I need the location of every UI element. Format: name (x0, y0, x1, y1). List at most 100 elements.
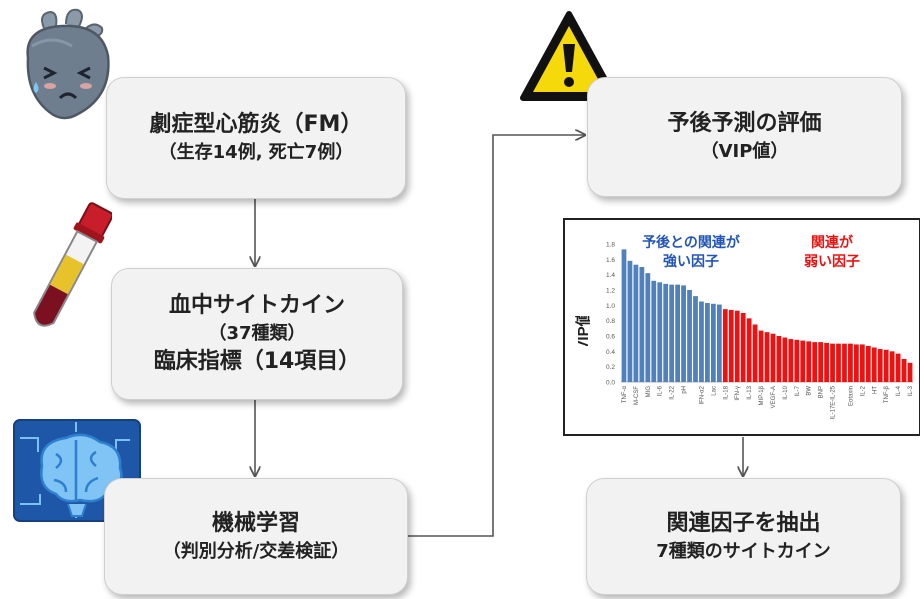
y-tick-label: 0.4 (606, 349, 615, 356)
y-tick-label: 1.2 (606, 288, 615, 295)
x-tick-label: MIG (646, 386, 652, 398)
vip-bar (722, 309, 728, 382)
y-tick-label: 0.0 (606, 380, 615, 387)
vip-bar (818, 342, 824, 382)
vip-bar (907, 362, 913, 382)
fm-box: 劇症型心筋炎（FM） （生存14例, 死亡7例） (106, 77, 406, 199)
vip-bar (877, 349, 883, 382)
x-tick-label: IL-18 (723, 385, 729, 399)
x-tick-label: IL-7 (795, 385, 801, 396)
prediction-title: 予後予測の評価 (667, 111, 822, 136)
x-tick-label: M-CSF (634, 386, 640, 405)
cytokine-title: 血中サイトカイン (168, 293, 345, 318)
x-tick-label: HT (872, 386, 878, 394)
y-tick-label: 1.4 (606, 272, 615, 279)
extraction-title: 関連因子を抽出 (666, 510, 821, 536)
blood-tube-icon (33, 202, 112, 327)
vip-bar (699, 301, 704, 382)
vip-bar (871, 347, 877, 382)
clinical-index: 臨床指標（14項目） (153, 349, 361, 374)
x-tick-label: IL-22 (670, 385, 676, 399)
y-tick-label: 1.0 (606, 303, 615, 310)
vip-bar (800, 340, 806, 382)
vip-bar (770, 333, 776, 382)
vip-bar (639, 267, 645, 382)
y-tick-label: 1.8 (606, 242, 615, 249)
vip-bar (865, 345, 871, 382)
vip-bar (633, 264, 639, 382)
weak-factor-label: 関連が 弱い因子 (804, 235, 860, 270)
ml-box: 機械学習 （判別分析/交差検証） (104, 478, 408, 595)
vip-bar (889, 351, 895, 382)
x-tick-label: IL-17E-IL-25 (831, 385, 837, 419)
vip-bar (859, 344, 865, 382)
vip-bar (830, 343, 835, 382)
prediction-subtitle: （VIP値） (700, 141, 789, 162)
vip-bar (716, 304, 722, 382)
cytokine-count: （37種類） (208, 323, 306, 344)
x-tick-label: IL-6 (658, 385, 664, 396)
x-tick-label: TNF-α (622, 385, 628, 403)
vip-bar (687, 290, 692, 382)
vip-bar (693, 296, 698, 382)
x-tick-label: IFN-γ (735, 386, 741, 401)
x-tick-label: IL-2 (860, 385, 866, 396)
fm-title: 劇症型心筋炎（FM） (149, 112, 363, 137)
y-tick-label: 0.2 (606, 364, 615, 371)
vip-bar (782, 337, 788, 382)
x-tick-label: pH (682, 386, 688, 394)
x-tick-label: BNP (819, 386, 825, 398)
vip-bar (806, 341, 812, 382)
vip-bar (746, 318, 752, 382)
vip-bar (752, 324, 758, 382)
x-tick-label: Eotaxin (848, 386, 854, 406)
vip-bar (824, 342, 829, 382)
x-tick-label: BW (807, 386, 813, 396)
vip-bar (663, 283, 669, 382)
vip-bar (883, 349, 889, 382)
vip-bar (734, 310, 740, 382)
vip-bar (675, 284, 680, 382)
vip-bar (901, 359, 907, 382)
vip-bar (627, 260, 633, 382)
vip-bar (842, 343, 847, 382)
vip-bar (651, 280, 657, 382)
x-tick-label: VEGF-A (771, 386, 777, 408)
vip-bar (836, 343, 841, 382)
arrow-ml-to-prediction (407, 135, 585, 537)
fm-subtitle: （生存14例, 死亡7例） (158, 142, 354, 163)
vip-bar (794, 339, 800, 382)
vip-bar (645, 273, 651, 382)
vip-bar (788, 339, 794, 382)
vip-bar (710, 303, 716, 382)
prediction-box: 予後予測の評価 （VIP値） (587, 77, 902, 197)
y-tick-label: 0.6 (606, 334, 615, 341)
extraction-box: 関連因子を抽出 7種類のサイトカイン (586, 478, 901, 595)
x-tick-label: IL-10 (783, 385, 789, 399)
y-axis-label-text: VIP値 (574, 316, 592, 346)
vip-bar (758, 330, 764, 382)
x-tick-label: IL-3 (908, 385, 914, 396)
ml-title: 機械学習 (211, 510, 300, 536)
ml-subtitle: （判別分析/交差検証） (162, 540, 350, 562)
y-tick-label: 1.6 (606, 257, 615, 264)
x-tick-label: IL-4 (896, 385, 902, 396)
sick-heart-icon (26, 8, 110, 120)
warning-icon (520, 11, 618, 101)
vip-bar (728, 309, 734, 382)
y-tick-label: 0.8 (606, 318, 615, 325)
vip-bar (657, 282, 663, 382)
x-tick-label: IL-13 (747, 385, 753, 399)
x-tick-label: MIP-1β (759, 385, 765, 405)
vip-bar (776, 336, 782, 382)
vip-bar (681, 285, 686, 382)
strong-factor-label: 予後との関連が 強い因子 (642, 235, 740, 270)
vip-bar (705, 303, 710, 382)
vip-bar (669, 284, 675, 382)
vip-bar (848, 343, 853, 382)
extraction-subtitle: 7種類のサイトカイン (656, 540, 831, 562)
vip-bar (764, 332, 770, 382)
